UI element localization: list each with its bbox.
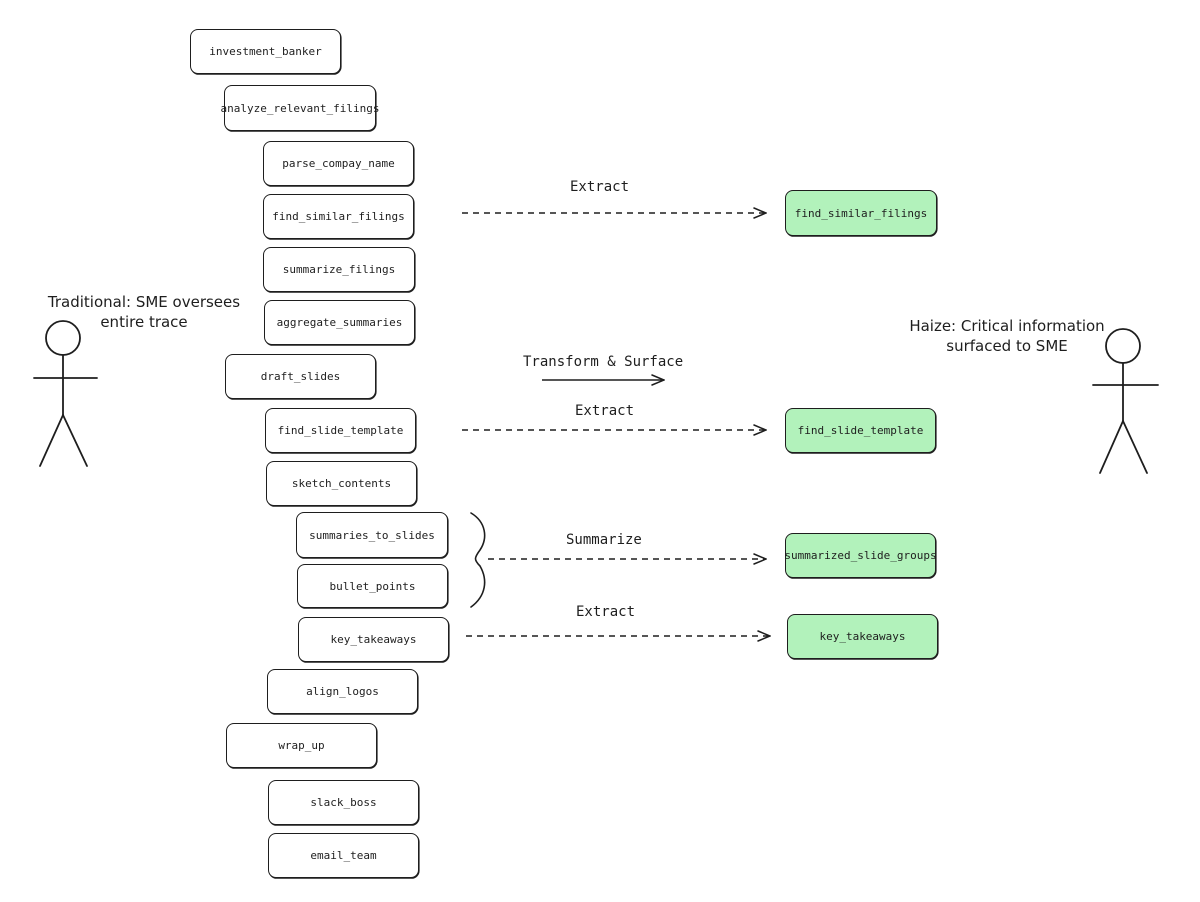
extract-label-1: Extract — [570, 179, 630, 195]
trace-step-align-logos[interactable]: align_logos — [267, 669, 418, 714]
trace-step-key-takeaways[interactable]: key_takeaways — [298, 617, 449, 662]
trace-step-slack-boss[interactable]: slack_boss — [268, 780, 419, 825]
traditional-caption: Traditional: SME oversees entire trace — [24, 292, 264, 332]
surfaced-summarized-slide-groups[interactable]: summarized_slide_groups — [784, 533, 937, 578]
surfaced-find-similar-filings[interactable]: find_similar_filings — [785, 190, 937, 236]
extract-label-2: Extract — [575, 403, 635, 419]
curly-brace — [470, 512, 486, 608]
trace-step-sketch-contents[interactable]: sketch_contents — [266, 461, 417, 506]
summarize-label: Summarize — [566, 532, 642, 548]
haize-sme-figure — [1092, 328, 1159, 474]
haize-caption-line1: Haize: Critical information — [909, 317, 1105, 335]
trace-step-find-slide-template[interactable]: find_slide_template — [265, 408, 416, 453]
trace-step-find-similar-filings[interactable]: find_similar_filings — [263, 194, 414, 239]
traditional-caption-line1: Traditional: SME oversees — [47, 293, 241, 311]
transform-surface-label: Transform & Surface — [523, 354, 684, 370]
surfaced-key-takeaways[interactable]: key_takeaways — [787, 614, 938, 659]
trace-step-email-team[interactable]: email_team — [268, 833, 419, 878]
trace-step-wrap-up[interactable]: wrap_up — [226, 723, 377, 768]
extract-label-3: Extract — [576, 604, 636, 620]
trace-step-aggregate-summaries[interactable]: aggregate_summaries — [264, 300, 415, 345]
trace-step-investment-banker[interactable]: investment_banker — [190, 29, 341, 74]
traditional-caption-line2: entire trace — [100, 313, 188, 331]
trace-step-parse-compay-name[interactable]: parse_compay_name — [263, 141, 414, 186]
surfaced-find-slide-template[interactable]: find_slide_template — [785, 408, 936, 453]
trace-step-summarize-filings[interactable]: summarize_filings — [263, 247, 415, 292]
haize-caption-line2: surfaced to SME — [946, 337, 1068, 355]
trace-step-summaries-to-slides[interactable]: summaries_to_slides — [296, 512, 448, 558]
haize-caption: Haize: Critical information surfaced to … — [887, 316, 1127, 356]
trace-step-bullet-points[interactable]: bullet_points — [297, 564, 448, 608]
traditional-sme-figure — [33, 320, 98, 467]
trace-step-analyze-relevant-filings[interactable]: analyze_relevant_filings — [221, 85, 379, 131]
trace-step-draft-slides[interactable]: draft_slides — [225, 354, 376, 399]
